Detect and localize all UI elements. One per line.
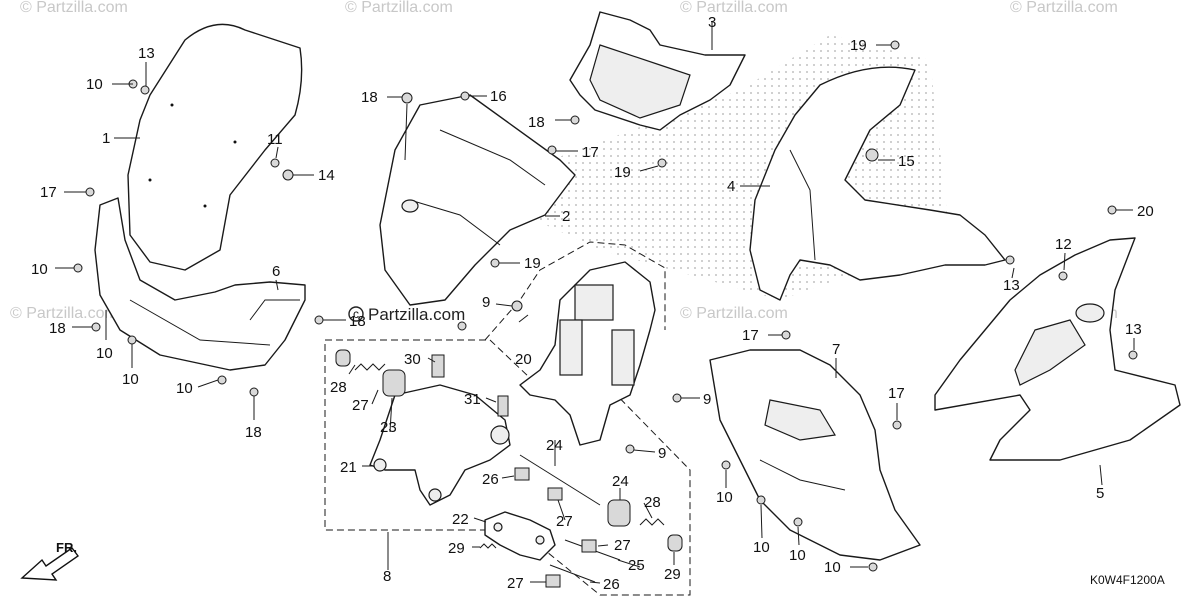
mount-bracket-part xyxy=(519,261,656,446)
callout-label: 1 xyxy=(102,130,110,147)
callout-label: 17 xyxy=(582,144,599,161)
callout-label: 19 xyxy=(850,37,867,54)
callout-label: 10 xyxy=(96,345,113,362)
callout-label: 27 xyxy=(556,513,573,530)
brand-text: Partzilla.com xyxy=(368,305,465,324)
callout-label: 10 xyxy=(716,489,733,506)
inner-panel-part xyxy=(379,94,576,306)
callout-label: 8 xyxy=(383,568,391,585)
callout-label: 11 xyxy=(267,131,283,148)
shaft-part xyxy=(519,454,601,506)
callout-label: 10 xyxy=(824,559,841,576)
callout-label: 25 xyxy=(628,557,645,574)
callout-label: 10 xyxy=(176,380,193,397)
callout-label: 26 xyxy=(482,471,499,488)
windscreen-part xyxy=(127,23,303,271)
callout-label: 21 xyxy=(340,459,357,476)
callout-label: 17 xyxy=(888,385,905,402)
lower-bracket-part xyxy=(484,511,556,561)
callout-label: 14 xyxy=(318,167,335,184)
callout-label: 7 xyxy=(832,341,840,358)
callout-label: 13 xyxy=(138,45,155,62)
callout-label: 9 xyxy=(658,445,666,462)
side-panel-part xyxy=(709,349,921,561)
callout-label: 13 xyxy=(1125,321,1142,338)
callout-label: 3 xyxy=(708,14,716,31)
callout-label: 9 xyxy=(482,294,490,311)
callout-label: 26 xyxy=(603,576,620,593)
callout-label: 24 xyxy=(546,437,563,454)
leader-lines xyxy=(55,22,1135,584)
spring-part xyxy=(354,363,665,549)
callout-label: 16 xyxy=(490,88,507,105)
knob-part xyxy=(382,369,631,527)
callout-label: 10 xyxy=(122,371,139,388)
callout-label: 30 xyxy=(404,351,421,368)
callout-label: 17 xyxy=(742,327,759,344)
callout-label: 20 xyxy=(515,351,532,368)
collar-part xyxy=(335,349,683,588)
callout-label: 23 xyxy=(380,419,397,436)
callout-label: 22 xyxy=(452,511,469,528)
callout-label: 18 xyxy=(49,320,66,337)
callout-label: 27 xyxy=(352,397,369,414)
watermark: © Partzilla.com xyxy=(10,305,118,322)
watermark: © Partzilla.com xyxy=(680,305,788,322)
callout-label: 29 xyxy=(664,566,681,583)
lower-cowl-part xyxy=(94,197,306,371)
callout-label: 28 xyxy=(330,379,347,396)
callout-label: 28 xyxy=(644,494,661,511)
group-boundary xyxy=(324,339,691,596)
callout-label: 10 xyxy=(753,539,770,556)
callout-label: 2 xyxy=(562,208,570,225)
watermark: © Partzilla.com xyxy=(1010,0,1118,16)
svg-text:c: c xyxy=(353,307,359,321)
callout-label: 10 xyxy=(31,261,48,278)
arrow-icon xyxy=(20,547,79,581)
front-direction-indicator: FR. xyxy=(20,540,79,581)
watermark: © Partzilla.com xyxy=(680,0,788,16)
callout-label: 19 xyxy=(614,164,631,181)
callout-label: 27 xyxy=(614,537,631,554)
callout-label: 19 xyxy=(524,255,541,272)
diagram-code: K0W4F1200A xyxy=(1090,573,1165,587)
direction-label: FR. xyxy=(56,540,77,555)
watermark: © Partzilla.com xyxy=(345,0,453,16)
callout-label: 24 xyxy=(612,473,629,490)
callout-label: 6 xyxy=(272,263,280,280)
watermark: © Partzilla.com xyxy=(20,0,128,16)
callout-label: 18 xyxy=(245,424,262,441)
callout-label: 27 xyxy=(507,575,524,592)
brand-mark: c Partzilla.com xyxy=(348,305,465,324)
callout-label: 29 xyxy=(448,540,465,557)
callout-label: 10 xyxy=(789,547,806,564)
callout-label: 13 xyxy=(1003,277,1020,294)
fastener-markers xyxy=(73,40,1138,572)
callout-label: 9 xyxy=(703,391,711,408)
callout-label: 12 xyxy=(1055,236,1072,253)
callout-label: 18 xyxy=(349,313,366,330)
callout-label: 18 xyxy=(528,114,545,131)
callout-label: 15 xyxy=(898,153,915,170)
callout-label: 5 xyxy=(1096,485,1104,502)
callout-label: 17 xyxy=(40,184,57,201)
callout-label: 18 xyxy=(361,89,378,106)
callout-label: 31 xyxy=(464,391,481,408)
callout-label: 20 xyxy=(1137,203,1154,220)
callout-labels: 1 2 3 4 5 6 7 8 9 9 9 10 10 10 10 10 10 … xyxy=(31,14,1154,593)
callout-label: 4 xyxy=(727,178,735,195)
callout-label: 10 xyxy=(86,76,103,93)
